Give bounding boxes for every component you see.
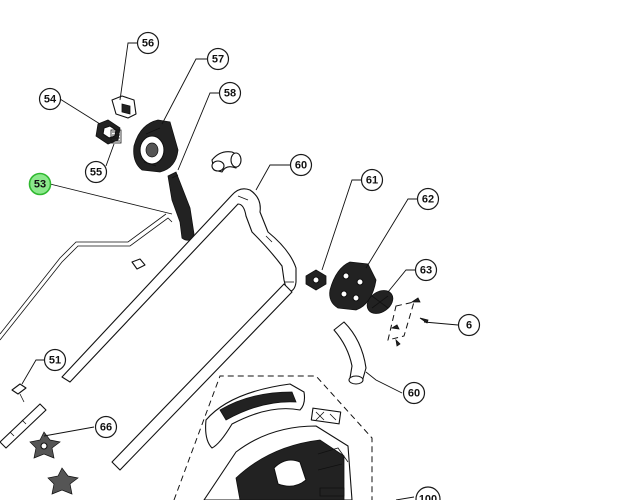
callout-label: 54 bbox=[44, 94, 57, 106]
callout-label: 63 bbox=[420, 265, 432, 277]
side-strip bbox=[0, 403, 47, 449]
callout-label: 61 bbox=[366, 175, 378, 187]
callout-circle bbox=[457, 313, 481, 337]
part-56-bracket bbox=[111, 95, 137, 119]
callout-60a: 60 bbox=[289, 153, 313, 177]
callout-label: 100 bbox=[419, 494, 437, 500]
callout-label: 60 bbox=[408, 388, 420, 400]
callout-6: 6 bbox=[457, 313, 481, 337]
callout-51: 51 bbox=[43, 348, 67, 372]
callout-56: 56 bbox=[136, 31, 160, 55]
part-6-screws bbox=[387, 297, 429, 347]
part-66-star-knob bbox=[29, 431, 61, 459]
callout-circle bbox=[28, 172, 52, 196]
part-63-disc bbox=[366, 290, 394, 314]
callout-60b: 60 bbox=[402, 381, 426, 405]
part-53-bail-rod bbox=[0, 213, 173, 341]
part-51-bolt bbox=[11, 383, 27, 403]
callout-circle bbox=[415, 486, 441, 500]
part-60-upper-handle-tube bbox=[61, 188, 297, 383]
callout-label: 66 bbox=[100, 422, 112, 434]
callout-circle bbox=[206, 47, 230, 71]
callout-57: 57 bbox=[206, 47, 230, 71]
callout-circle bbox=[94, 415, 118, 439]
rod-clip bbox=[131, 258, 146, 270]
callout-label: 58 bbox=[224, 88, 236, 100]
callout-label: 57 bbox=[212, 54, 224, 66]
mower-body bbox=[173, 375, 373, 500]
part-62-hinge-housing bbox=[329, 261, 377, 311]
callout-label: 62 bbox=[422, 194, 434, 206]
callout-label: 6 bbox=[466, 320, 472, 332]
part-57-handle-housing bbox=[133, 119, 179, 173]
part-60-lower-curved-tube bbox=[333, 321, 367, 385]
lower-handle-tube bbox=[111, 283, 293, 471]
callout-label: 56 bbox=[142, 38, 154, 50]
callout-circle bbox=[218, 81, 242, 105]
part-61-knob bbox=[305, 269, 327, 291]
callout-label: 60 bbox=[295, 160, 307, 172]
callout-100: 100 bbox=[415, 486, 441, 500]
callout-circle bbox=[136, 31, 160, 55]
callout-54: 54 bbox=[38, 87, 62, 111]
part-58-lever bbox=[167, 171, 195, 241]
callout-circle bbox=[414, 258, 438, 282]
leader-lines bbox=[21, 42, 459, 500]
part-55-spring bbox=[110, 129, 122, 144]
callout-label: 55 bbox=[90, 167, 102, 179]
callout-53: 53 bbox=[28, 172, 52, 196]
callout-circle bbox=[38, 87, 62, 111]
callout-label: 51 bbox=[49, 355, 61, 367]
star-knob-lower bbox=[47, 467, 79, 495]
callout-66: 66 bbox=[94, 415, 118, 439]
callout-55: 55 bbox=[84, 160, 108, 184]
callout-62: 62 bbox=[416, 187, 440, 211]
callout-circle bbox=[360, 168, 384, 192]
callout-circle bbox=[84, 160, 108, 184]
cable-elbow bbox=[211, 151, 242, 173]
callout-63: 63 bbox=[414, 258, 438, 282]
callout-61: 61 bbox=[360, 168, 384, 192]
warning-label bbox=[310, 407, 342, 425]
callout-layer: 53 54 55 56 57 58 60 61 62 63 6 60 51 66 100 bbox=[28, 31, 481, 500]
callout-circle bbox=[289, 153, 313, 177]
callout-label: 53 bbox=[34, 179, 46, 191]
callout-circle bbox=[416, 187, 440, 211]
callout-58: 58 bbox=[218, 81, 242, 105]
callout-circle bbox=[43, 348, 67, 372]
callout-circle bbox=[402, 381, 426, 405]
